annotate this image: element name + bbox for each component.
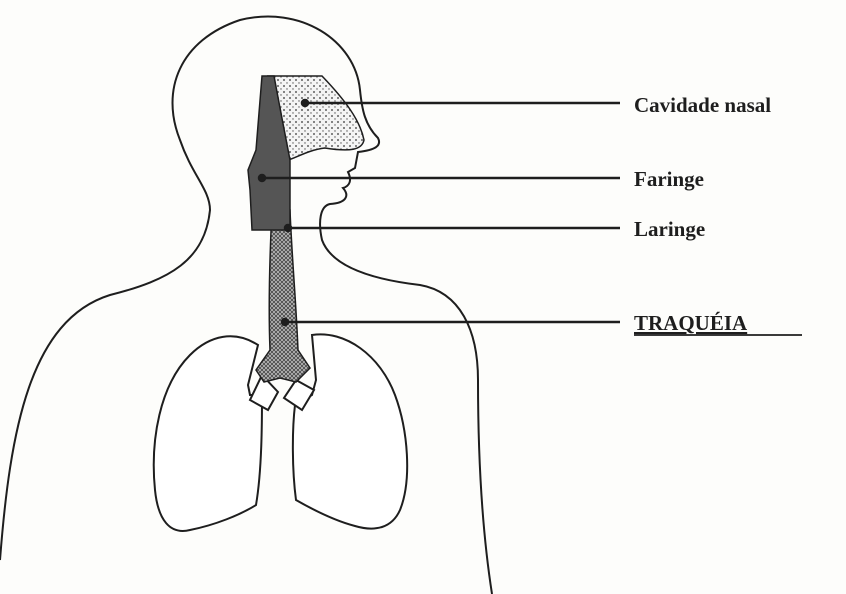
trachea-label: TRAQUÉIA (634, 311, 748, 335)
pharynx-label: Faringe (634, 167, 704, 191)
nasal-cavity-label: Cavidade nasal (634, 93, 771, 117)
larynx-label: Laringe (634, 217, 705, 241)
right-lung (293, 334, 407, 528)
trachea-shape (256, 210, 310, 382)
left-lung (154, 336, 262, 531)
